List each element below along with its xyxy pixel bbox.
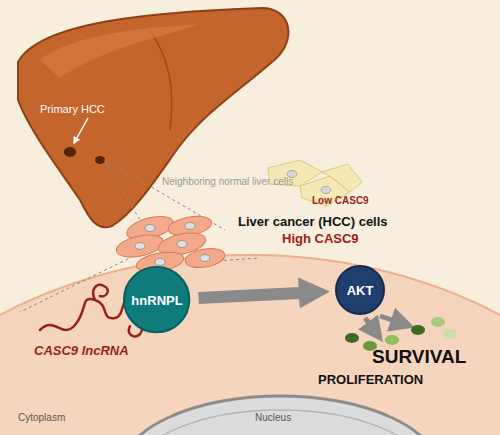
liver-highlight bbox=[40, 24, 200, 78]
liver-lobe-line bbox=[150, 30, 172, 130]
tumor bbox=[95, 156, 105, 164]
output-arrow bbox=[365, 318, 380, 338]
expression-label: High CASC9 bbox=[282, 231, 359, 246]
liver bbox=[18, 8, 288, 227]
phospho-targets bbox=[345, 317, 457, 351]
cell-label: Neighboring normal liver cells bbox=[162, 176, 293, 187]
pointer-line bbox=[74, 118, 88, 143]
activation-arrow bbox=[199, 293, 305, 298]
expression-label: Low CASC9 bbox=[312, 195, 369, 206]
cancer-cells bbox=[114, 212, 226, 275]
cell-label: Liver cancer (HCC) cells bbox=[238, 214, 388, 229]
cell-body bbox=[0, 255, 500, 435]
region-label: Cytoplasm bbox=[18, 412, 65, 423]
protein-circle: hnRNPL bbox=[123, 266, 190, 333]
protein-name: hnRNPL bbox=[131, 293, 182, 308]
rna-label: CASC9 lncRNA bbox=[34, 343, 129, 358]
outcome-label: SURVIVAL bbox=[372, 346, 466, 368]
circle-fill bbox=[336, 266, 384, 314]
tumor bbox=[64, 147, 76, 157]
zoom-line bbox=[105, 160, 140, 220]
organ-label: Primary HCC bbox=[40, 103, 105, 115]
outcome-label: PROLIFERATION bbox=[318, 372, 423, 387]
protein-circle: AKT bbox=[335, 265, 385, 315]
output-arrow bbox=[380, 316, 410, 326]
region-label: Nucleus bbox=[255, 412, 291, 423]
circle-fill bbox=[124, 267, 189, 332]
nucleus-inner bbox=[130, 410, 430, 435]
protein-name: AKT bbox=[347, 283, 374, 298]
nucleus bbox=[120, 396, 440, 435]
